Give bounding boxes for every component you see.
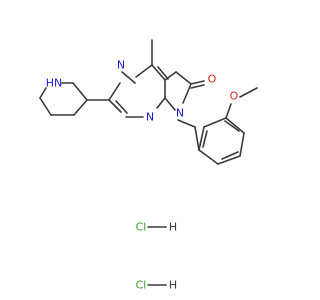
bond: [202, 130, 208, 148]
bond: [198, 149, 219, 165]
bond: [151, 64, 166, 81]
chemical-structure: N N N O O HN Cl H Cl H: [39, 39, 258, 292]
bond: [164, 97, 176, 111]
bond: [39, 97, 52, 116]
bond: [217, 155, 241, 165]
bond: [203, 117, 227, 128]
bond: [73, 99, 88, 116]
bond: [198, 126, 205, 151]
pyrimidine-nitrogen-label: N: [117, 59, 125, 72]
bond: [108, 82, 121, 101]
bond: [221, 151, 239, 160]
hcl-salt: Cl H: [136, 279, 178, 292]
bond: [156, 97, 166, 109]
bond: [194, 126, 200, 151]
piperidine-nh-label: HN: [46, 77, 63, 90]
methoxy-oxygen-label: O: [230, 90, 239, 103]
bond: [239, 132, 245, 157]
bond: [190, 84, 205, 89]
bond: [239, 87, 258, 98]
bond: [164, 71, 177, 81]
bond: [175, 71, 192, 85]
hcl-salt: Cl H: [136, 221, 178, 234]
chlorine-label: Cl: [136, 279, 147, 292]
bond: [224, 120, 240, 132]
hydrogen-label: H: [169, 221, 177, 234]
bond: [108, 99, 122, 113]
bond: [177, 119, 196, 128]
bond: [121, 71, 136, 84]
pyrimidine-nitrogen-label: N: [146, 111, 154, 124]
carbonyl-oxygen-label: O: [208, 73, 217, 86]
bond: [190, 80, 205, 85]
bonds: [39, 39, 258, 286]
bond: [39, 87, 47, 99]
hydrogen-label: H: [169, 279, 177, 292]
bond: [115, 100, 128, 114]
atom-labels: N N N O O HN: [46, 59, 239, 124]
bond: [157, 66, 169, 80]
bond: [225, 103, 232, 119]
chlorine-label: Cl: [136, 221, 147, 234]
bond: [135, 64, 153, 78]
bond: [225, 117, 245, 134]
bond: [182, 83, 192, 104]
bond: [72, 82, 88, 101]
lactam-nitrogen-label: N: [176, 107, 184, 120]
